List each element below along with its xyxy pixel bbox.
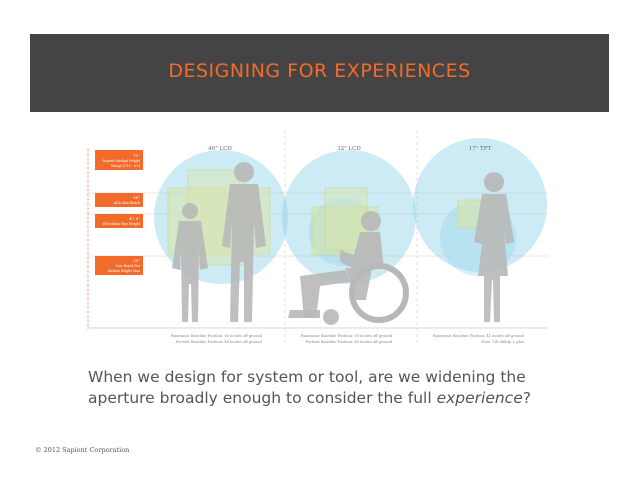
height-marker: 47.5" Wheelchair Eye Height [95, 214, 143, 228]
svg-text:ADA Max Reach: ADA Max Reach [113, 201, 140, 205]
svg-text:Median Height Man: Median Height Man [108, 269, 140, 273]
svg-text:30": 30" [133, 258, 140, 263]
wheelchair-user-icon [288, 211, 409, 325]
baseline-note: Panoramic Baseline Position: 41 inches o… [432, 334, 524, 338]
screen-label: 32" LCD [337, 146, 361, 152]
svg-text:Sapient Median Height: Sapient Median Height [102, 159, 140, 163]
svg-text:47.5": 47.5" [129, 216, 140, 221]
height-marker: 72" Sapient Median Height Range (5'10 - … [95, 150, 143, 170]
slide-title: DESIGNING FOR EXPERIENCES [168, 60, 471, 82]
svg-text:Range (5'10 - 6'2): Range (5'10 - 6'2) [111, 164, 140, 168]
slide-caption: When we design for system or tool, are w… [88, 367, 558, 409]
caption-emphasis: experience [436, 389, 523, 407]
baseline-note: Panoramic Baseline Position: 50 inches o… [300, 334, 392, 338]
svg-text:58": 58" [133, 195, 140, 200]
baseline-note: Panoramic Baseline Position: 50 inches o… [170, 334, 262, 338]
baseline-note: Portrait Baseline Position: 46 inches of… [306, 340, 393, 344]
height-ruler [86, 148, 90, 330]
svg-text:Wheelchair Eye Height: Wheelchair Eye Height [102, 222, 140, 226]
screen-label: 46" LCD [208, 146, 232, 152]
title-banner: DESIGNING FOR EXPERIENCES [30, 34, 609, 112]
height-marker: 30" Low Reach For Median Height Man [95, 256, 143, 275]
copyright-notice: © 2012 Sapient Corporation [35, 446, 130, 454]
baseline-note: Portrait Baseline Position: 44 inches of… [176, 340, 263, 344]
caption-end: ? [522, 389, 531, 407]
standing-woman-icon [474, 172, 514, 322]
baseline-note: Note: Tilt ability ± plus [481, 340, 524, 344]
standing-adult-icon [222, 162, 266, 322]
svg-text:72": 72" [133, 153, 140, 158]
screen-label: 17" TFT [469, 146, 492, 152]
child-icon [172, 203, 208, 322]
svg-text:Low Reach For: Low Reach For [116, 264, 141, 268]
caption-text: When we design for system or tool, are w… [88, 368, 526, 407]
height-marker: 58" ADA Max Reach [95, 193, 143, 207]
